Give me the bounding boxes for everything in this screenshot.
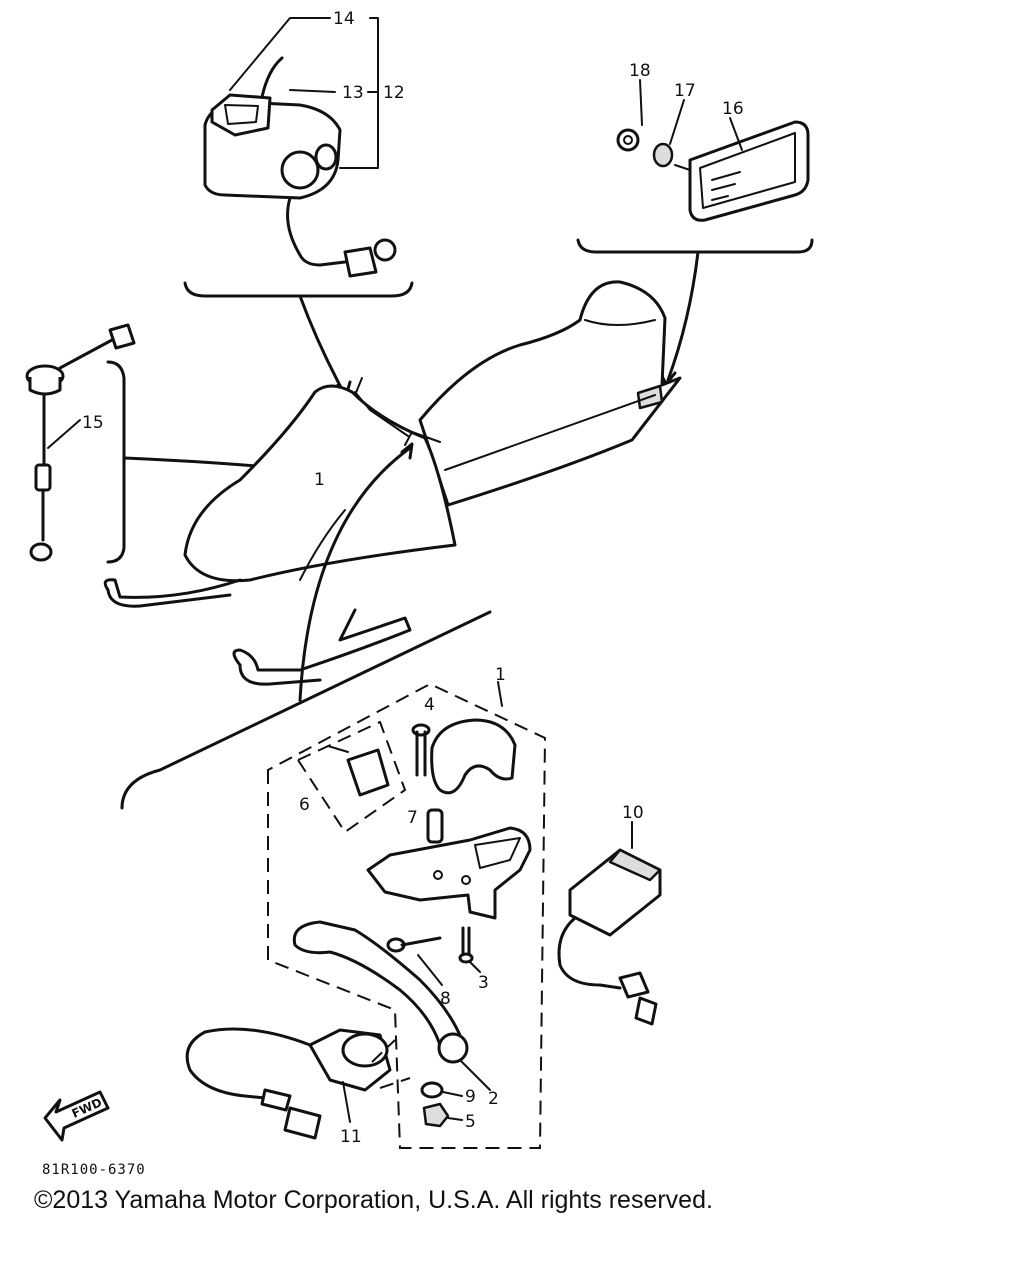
group-bracket-top-left (183, 281, 414, 298)
callout-13: 13 (342, 83, 364, 103)
snowmobile-body (103, 280, 682, 810)
callout-2: 2 (488, 1089, 499, 1109)
lower-assembly-boundary (267, 682, 547, 1149)
small-switch (327, 745, 390, 797)
callout-snowmobile-ref: 1 (314, 470, 325, 490)
callout-11: 11 (340, 1127, 362, 1147)
callout-6: 6 (299, 795, 310, 815)
fwd-arrow-icon (43, 1090, 110, 1142)
group-bracket-left (106, 360, 126, 564)
cable-switch-11 (185, 1027, 392, 1140)
leader-reflector-to-seat (666, 250, 700, 382)
switch-subgroup-boundary (296, 720, 407, 834)
bolt-4 (411, 723, 431, 777)
callout-3: 3 (478, 973, 489, 993)
callout-5: 5 (465, 1112, 476, 1132)
switch-box-10 (557, 821, 662, 1026)
nut-5 (422, 1102, 450, 1128)
callout-8: 8 (440, 989, 451, 1009)
callout-10: 10 (622, 803, 644, 823)
group-bracket-top-right (576, 238, 814, 254)
leader-switch-to-hood (298, 294, 347, 397)
lever-tip (437, 1032, 469, 1064)
callout-1: 1 (495, 665, 506, 685)
reflector-assembly (616, 79, 810, 222)
callout-18: 18 (629, 61, 651, 81)
sleeve-7 (426, 808, 444, 844)
callout-7: 7 (407, 808, 418, 828)
callout-17: 17 (674, 81, 696, 101)
diagram-code: 81R100-6370 (42, 1162, 146, 1178)
grip-cover (430, 718, 517, 795)
callout-12: 12 (383, 83, 405, 103)
copyright-notice: ©2013 Yamaha Motor Corporation, U.S.A. A… (34, 1186, 713, 1214)
screw-3 (458, 926, 481, 973)
callout-14: 14 (333, 9, 355, 29)
callout-16: 16 (722, 99, 744, 119)
callout-15: 15 (82, 413, 104, 433)
switch-assembly-top (203, 17, 397, 278)
throttle-cable-15 (25, 323, 136, 562)
callout-4: 4 (424, 695, 435, 715)
parts-diagram: 14 13 12 18 17 16 15 (25, 9, 814, 1178)
lever-bracket (366, 826, 532, 920)
screw-8 (386, 936, 443, 986)
washer-9 (420, 1081, 444, 1099)
callout-9: 9 (465, 1087, 476, 1107)
